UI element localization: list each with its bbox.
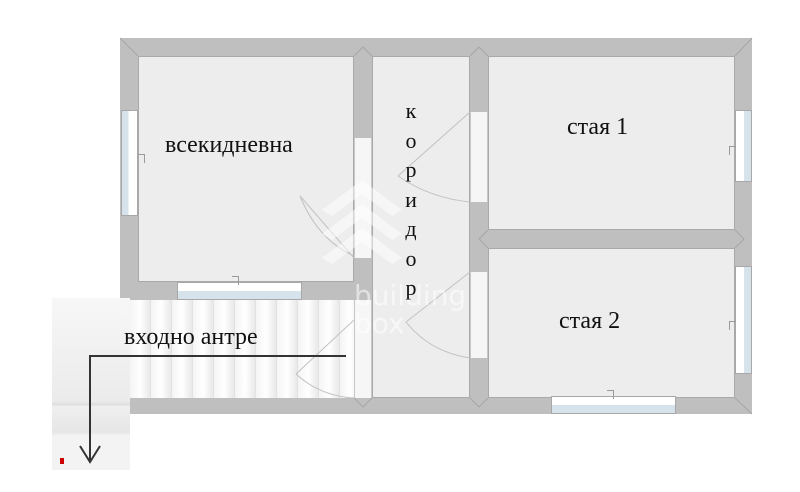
stairs-bottom-wall bbox=[130, 398, 372, 414]
watermark-text-building: building bbox=[354, 279, 467, 312]
entrance-landing bbox=[52, 298, 130, 470]
house-logo-icon bbox=[322, 180, 402, 264]
room2-label: стая 2 bbox=[559, 308, 621, 334]
room2-bottom-window bbox=[551, 396, 676, 414]
room1-right-window bbox=[735, 110, 752, 182]
room1-label: стая 1 bbox=[567, 114, 629, 140]
living-bottom-mark bbox=[232, 276, 239, 285]
room1-door-opening[interactable] bbox=[470, 112, 488, 202]
room2-door-opening[interactable] bbox=[470, 272, 488, 358]
watermark-logo bbox=[292, 170, 432, 290]
room2-wall-mark bbox=[729, 321, 736, 330]
room1-floor bbox=[488, 56, 735, 230]
entrance-door-opening[interactable] bbox=[354, 300, 372, 398]
room2-floor bbox=[488, 248, 735, 398]
room1-wall-mark bbox=[729, 146, 736, 155]
corridor-letter: к bbox=[405, 98, 417, 123]
corridor-letter: р bbox=[405, 157, 417, 182]
living-room-label: всекидневна bbox=[165, 132, 293, 158]
corridor-letter: о bbox=[405, 127, 417, 153]
room-divider-wall bbox=[470, 230, 752, 248]
corridor-label: к о р и д о р bbox=[399, 96, 423, 303]
watermark-text-box: box bbox=[354, 307, 405, 340]
corridor-letter: и bbox=[405, 186, 417, 212]
corridor-letter: о bbox=[405, 245, 417, 271]
living-wall-mark bbox=[138, 154, 145, 163]
corridor-letter: р bbox=[405, 275, 417, 300]
room2-right-window bbox=[735, 266, 752, 374]
living-bottom-window bbox=[177, 282, 302, 300]
corridor-letter: д bbox=[405, 216, 417, 241]
entrance-label: входно антре bbox=[124, 324, 258, 350]
room2-bottom-mark bbox=[607, 390, 614, 399]
top-outer-wall bbox=[120, 38, 752, 56]
living-left-window bbox=[121, 110, 138, 216]
